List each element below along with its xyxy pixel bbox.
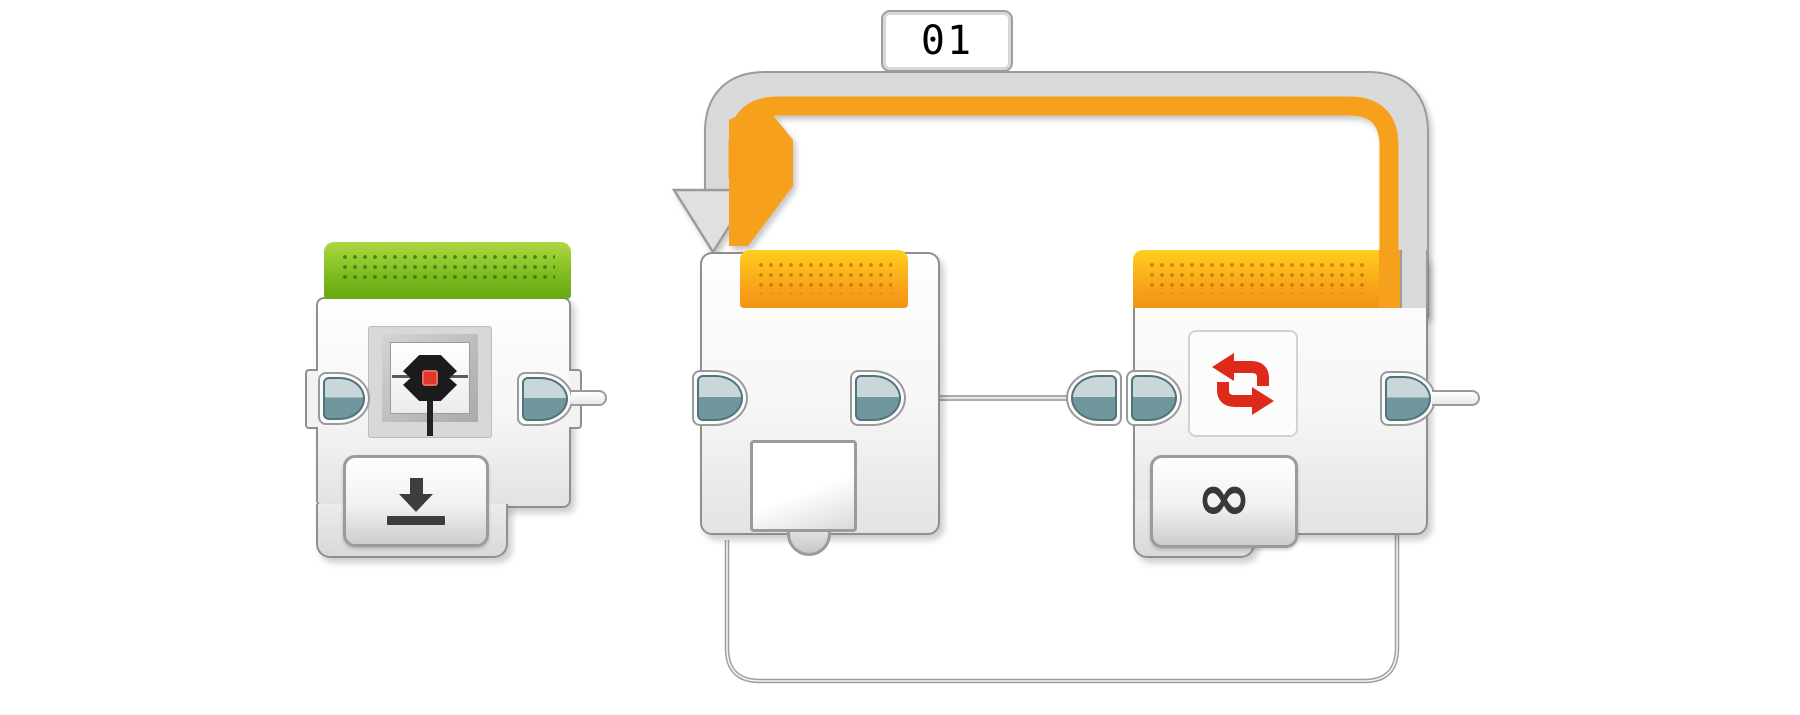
left-edge-notch [305,369,318,429]
loop-start-header [740,250,908,308]
loop-end-header [1133,250,1428,308]
loop-label: 01 [920,18,974,64]
motor-icon-post [427,392,433,436]
motor-block-header [324,242,571,299]
loop-band-gray [706,73,1427,316]
loop-end-output-tail [1432,390,1480,406]
output-tail [571,390,607,406]
loop-mode-box[interactable] [1188,330,1298,437]
loop-entry-ribbon [729,103,793,246]
input-plug[interactable] [318,372,370,425]
loop-label-tab[interactable]: 01 [881,10,1013,72]
header-dots [340,252,555,285]
loop-band-right-orange [1379,250,1400,308]
loop-start-input-plug[interactable] [692,370,748,426]
infinity-icon: ∞ [1196,458,1252,536]
loop-start-output-plug[interactable] [850,370,906,426]
output-plug[interactable] [517,372,573,426]
motor-hub-icon [422,370,438,386]
header-dots [756,260,892,294]
loop-return-wire [724,530,1400,684]
loop-top-band [671,71,1429,318]
wire-socket-plug[interactable] [1066,370,1122,426]
loop-end-input-plug[interactable] [1126,370,1182,426]
download-arrow-icon [387,477,445,525]
header-dots [1147,260,1368,294]
loop-mode-dropdown[interactable] [750,440,857,532]
loop-count-button[interactable]: ∞ [1150,455,1298,548]
motor-mode-button[interactable] [343,455,489,547]
loop-end-output-plug[interactable] [1380,371,1436,426]
loop-band-right-gray [1400,250,1428,308]
loop-arrows-icon [1212,352,1274,415]
